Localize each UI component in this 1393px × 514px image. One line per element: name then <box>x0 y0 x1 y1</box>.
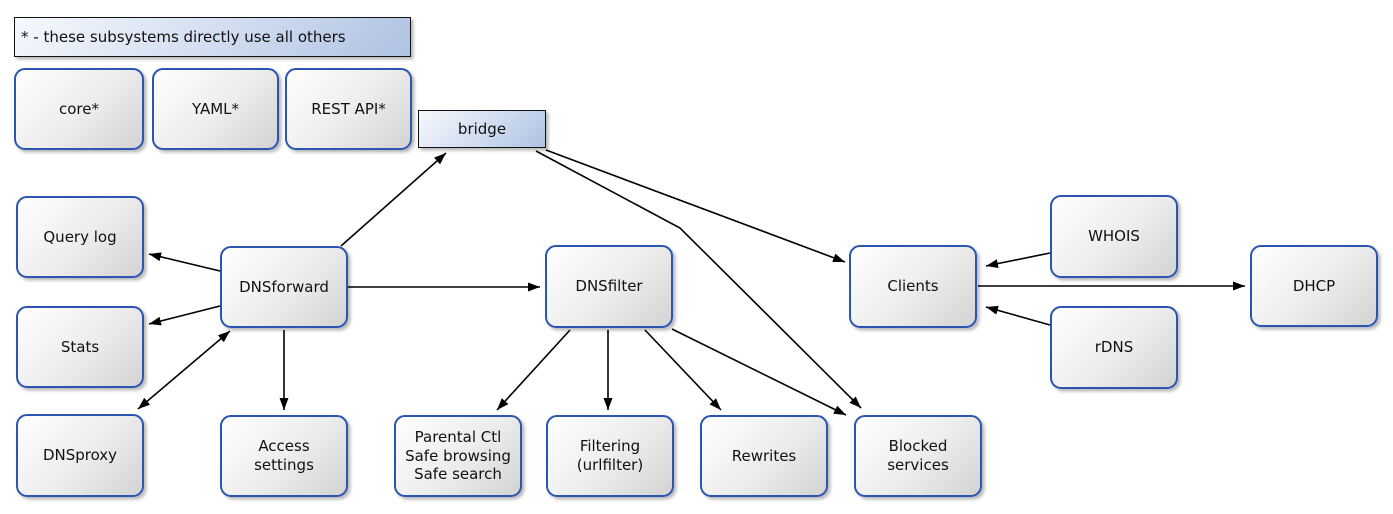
node-parental-safebrowsing-safesearch: Parental Ctl Safe browsing Safe search <box>394 415 522 497</box>
edge-dnsfilter-blocked-services <box>671 328 847 416</box>
legend-note: * - these subsystems directly use all ot… <box>14 17 411 57</box>
node-stats: Stats <box>16 306 144 388</box>
edge-bridge-clients <box>545 149 846 263</box>
node-dhcp: DHCP <box>1250 245 1378 327</box>
edge-rdns-clients <box>985 305 1051 326</box>
node-query-log: Query log <box>16 196 144 278</box>
node-blocked-services: Blocked services <box>854 415 982 497</box>
edge-dnsforward-bridge <box>340 152 447 247</box>
edge-dnsforward-query-log <box>148 252 221 272</box>
node-yaml: YAML* <box>152 68 279 150</box>
node-access-settings: Access settings <box>220 415 348 497</box>
node-clients: Clients <box>849 245 977 328</box>
edge-dnsforward-dnsproxy <box>137 330 231 410</box>
node-dnsfilter: DNSfilter <box>545 245 673 328</box>
node-bridge: bridge <box>418 110 546 148</box>
node-rdns: rDNS <box>1050 306 1178 389</box>
node-rest-api: REST API* <box>285 68 412 150</box>
node-filtering-urlfilter: Filtering (urlfilter) <box>546 415 674 497</box>
edge-dnsfilter-rewrites <box>644 329 722 411</box>
edge-whois-clients <box>985 252 1051 269</box>
node-whois: WHOIS <box>1050 195 1178 278</box>
edge-dnsfilter-parental <box>496 329 571 411</box>
node-dnsforward: DNSforward <box>220 246 348 328</box>
edge-dnsforward-stats <box>148 305 221 326</box>
node-dnsproxy: DNSproxy <box>16 414 144 497</box>
node-rewrites: Rewrites <box>700 415 828 497</box>
node-core: core* <box>14 68 144 150</box>
edge-bridge-blocked-services <box>535 150 862 409</box>
